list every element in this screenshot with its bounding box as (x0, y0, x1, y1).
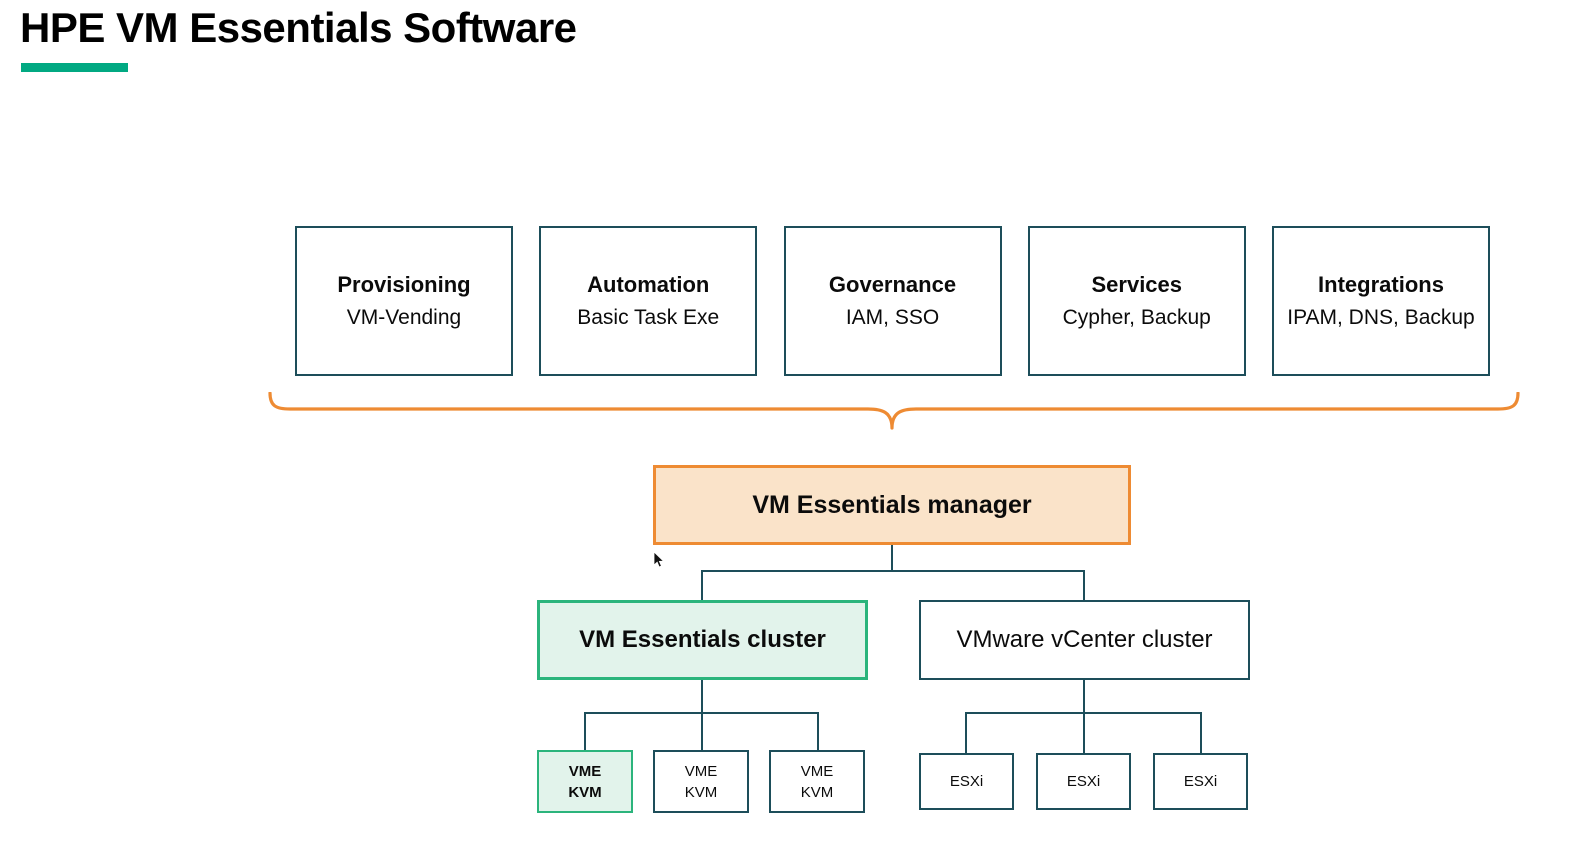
connector-line (1083, 712, 1085, 753)
vme-kvm-host-box: VME KVM (653, 750, 749, 813)
feature-box-title: Governance (828, 272, 957, 297)
host-label-line1: VME (568, 762, 602, 780)
feature-box-subtitle: VM-Vending (346, 306, 462, 329)
connector-line (891, 545, 893, 572)
esxi-host-box: ESXi (919, 753, 1014, 810)
feature-box-subtitle: IAM, SSO (845, 306, 940, 329)
page-title: HPE VM Essentials Software (20, 4, 577, 51)
brace-connector (268, 392, 1520, 430)
feature-box-subtitle: Basic Task Exe (577, 306, 720, 329)
host-label: ESXi (1183, 773, 1218, 790)
esxi-host-box: ESXi (1036, 753, 1131, 810)
feature-box-title: Services (1091, 272, 1183, 297)
mouse-cursor-icon (653, 551, 665, 568)
feature-box-automation: Automation Basic Task Exe (539, 226, 758, 376)
manager-box-label: VM Essentials manager (752, 490, 1032, 519)
esxi-host-box: ESXi (1153, 753, 1248, 810)
feature-box-integrations: Integrations IPAM, DNS, Backup (1272, 226, 1490, 376)
host-label-line1: VME (800, 762, 834, 780)
feature-box-governance: Governance IAM, SSO (783, 226, 1002, 376)
connector-line (701, 570, 703, 600)
connector-line (1083, 680, 1085, 712)
feature-box-subtitle: IPAM, DNS, Backup (1287, 306, 1475, 329)
feature-box-title: Integrations (1318, 272, 1444, 297)
host-label-line2: KVM (568, 783, 602, 801)
host-label-line2: KVM (800, 783, 834, 801)
cluster-label: VMware vCenter cluster (956, 626, 1213, 653)
host-label-line1: VME (684, 762, 718, 780)
feature-box-title: Provisioning (337, 272, 471, 297)
connector-line (1083, 570, 1085, 600)
connector-line (965, 712, 967, 753)
feature-box-provisioning: Provisioning VM-Vending (295, 226, 513, 376)
feature-box-services: Services Cypher, Backup (1027, 226, 1246, 376)
connector-line (584, 712, 586, 750)
connector-line (1200, 712, 1202, 753)
vm-essentials-manager-box: VM Essentials manager (653, 465, 1131, 545)
connector-line (817, 712, 819, 750)
connector-line (701, 712, 703, 750)
host-label-line2: KVM (684, 783, 718, 801)
connector-line (701, 570, 1085, 572)
vmware-vcenter-cluster-box: VMware vCenter cluster (919, 600, 1250, 680)
vme-kvm-host-box: VME KVM (537, 750, 633, 813)
feature-boxes-row: Provisioning VM-Vending Automation Basic… (295, 226, 1490, 376)
host-label: ESXi (1066, 773, 1101, 790)
cluster-label: VM Essentials cluster (579, 626, 826, 653)
connector-line (701, 680, 703, 712)
host-label: ESXi (949, 773, 984, 790)
vm-essentials-cluster-box: VM Essentials cluster (537, 600, 868, 680)
feature-box-subtitle: Cypher, Backup (1062, 306, 1211, 329)
feature-box-title: Automation (587, 272, 710, 297)
vme-kvm-host-box: VME KVM (769, 750, 865, 813)
title-accent-bar (21, 63, 128, 72)
